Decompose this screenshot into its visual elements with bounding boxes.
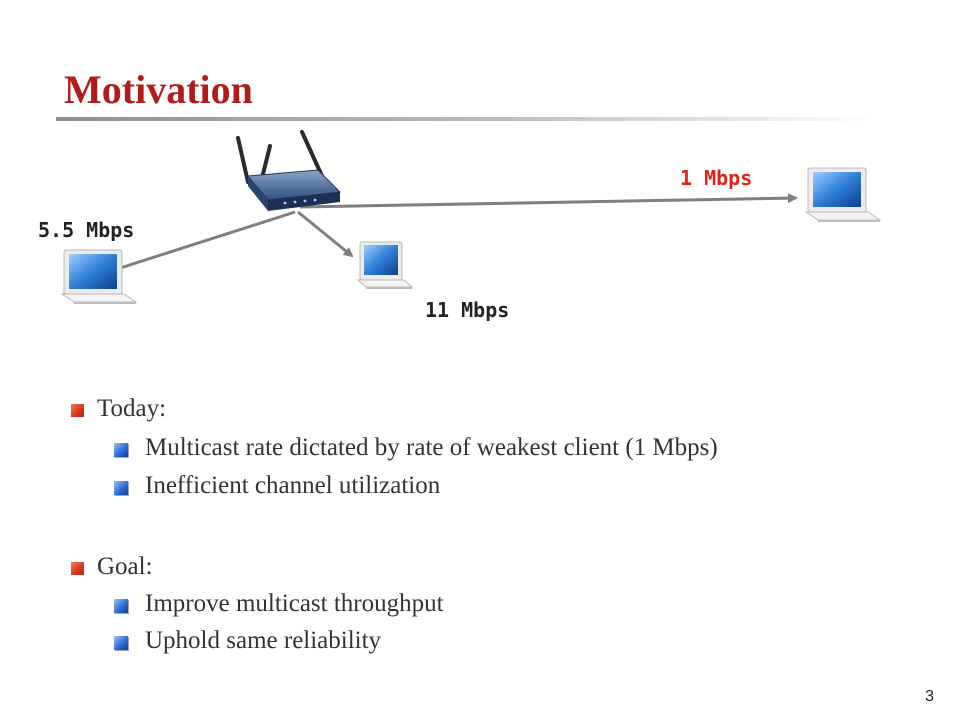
sub-bullet-square-icon	[114, 481, 128, 495]
network-diagram	[60, 130, 882, 304]
sub-bullet-square-icon	[114, 599, 128, 613]
link-1mbps-arrow	[299, 193, 798, 209]
slide-title: Motivation	[64, 67, 253, 112]
sub-bullet-multicast-rate: Multicast rate dictated by rate of weake…	[145, 434, 718, 461]
wireless-router-icon	[236, 130, 342, 211]
rate-label-11mbps: 11 Mbps	[425, 298, 510, 322]
link-5-5mbps-arrow	[112, 210, 296, 273]
bullet-today: Today:	[97, 395, 167, 422]
page-number: 3	[925, 688, 934, 705]
sub-bullet-improve-throughput: Improve multicast throughput	[145, 590, 444, 617]
bullet-goal: Goal:	[97, 553, 153, 580]
sub-bullet-square-icon	[114, 443, 128, 457]
link-11mbps-arrow	[297, 210, 354, 258]
bullet-square-icon	[71, 404, 84, 417]
rate-label-5-5mbps: 5.5 Mbps	[38, 218, 135, 242]
title-underline	[56, 117, 876, 121]
sub-bullet-uphold-reliability: Uphold same reliability	[145, 627, 382, 654]
sub-bullet-inefficient-channel: Inefficient channel utilization	[145, 472, 441, 499]
rate-label-1mbps: 1 Mbps	[680, 166, 753, 190]
bullet-square-icon	[71, 562, 84, 575]
laptop-icon	[804, 167, 882, 222]
laptop-icon	[60, 249, 138, 304]
sub-bullet-square-icon	[114, 636, 128, 650]
laptop-icon	[356, 241, 414, 289]
